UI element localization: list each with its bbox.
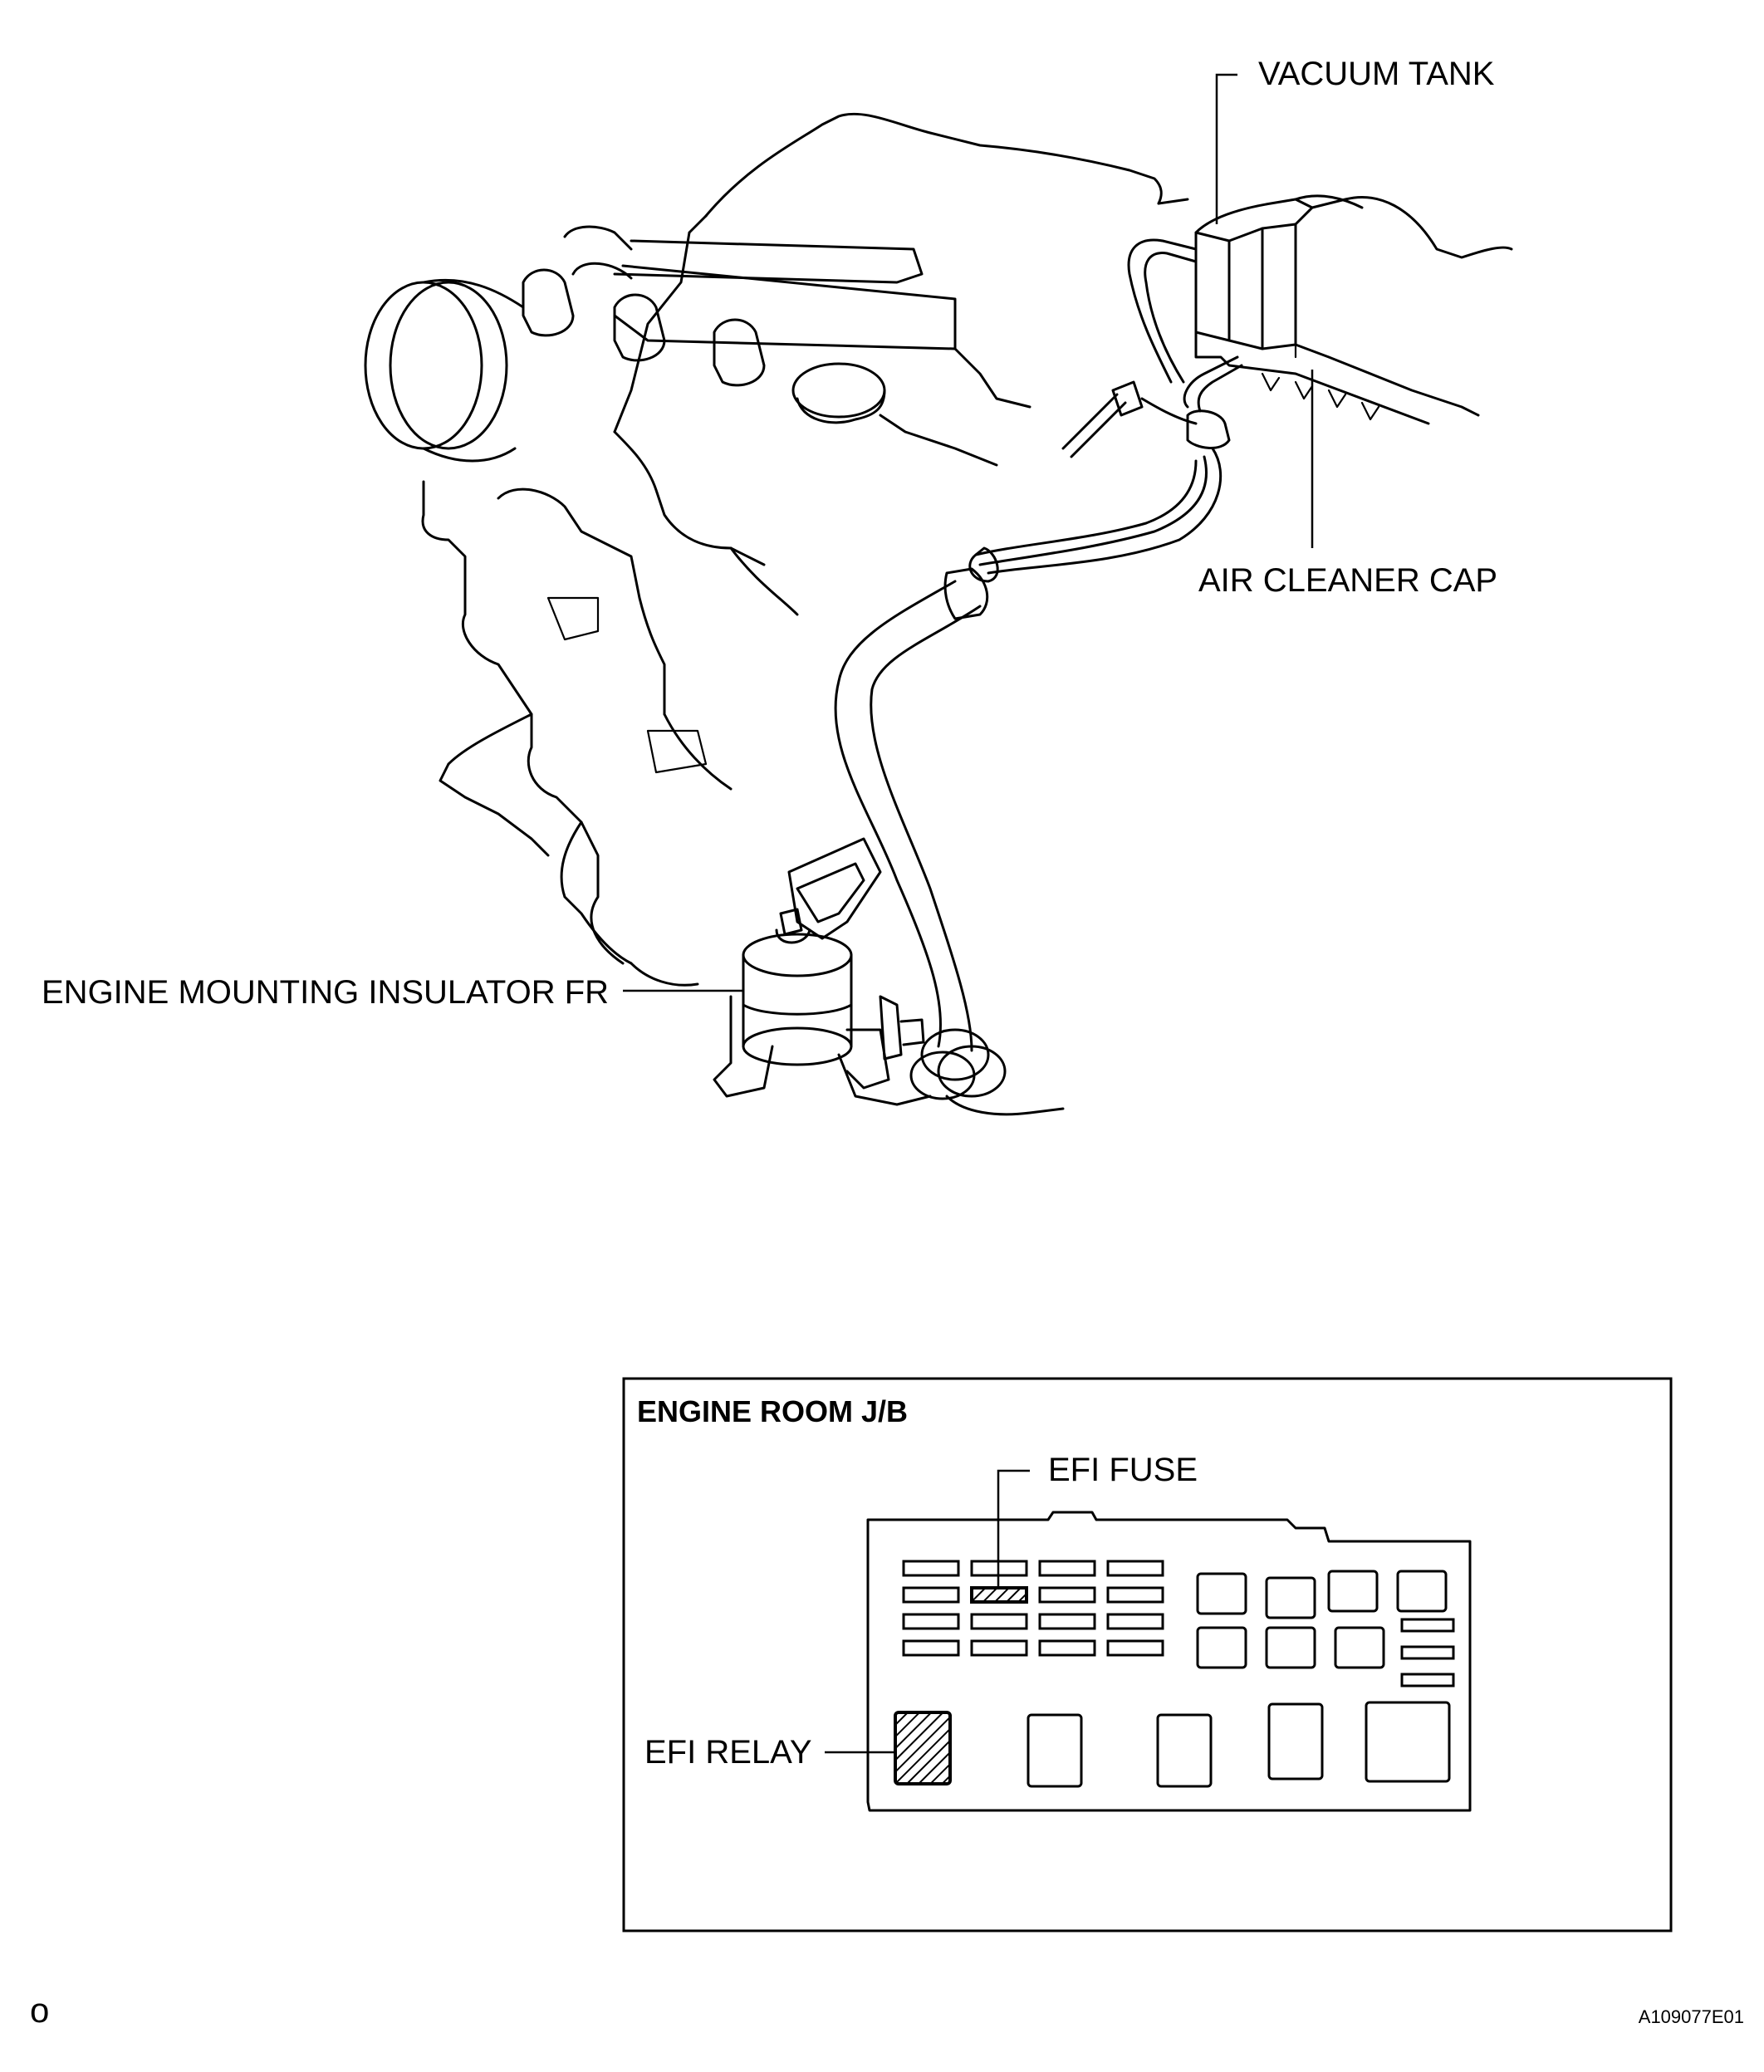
svg-text:AIR CLEANER CAP: AIR CLEANER CAP xyxy=(1198,562,1497,599)
efi-relay-block xyxy=(894,1711,952,1785)
engine-room-jb-inset: ENGINE ROOM J/B xyxy=(622,1377,1673,1932)
corner-mark: o xyxy=(30,1991,49,2030)
relay-blocks xyxy=(1196,1570,1455,1687)
engine-mount xyxy=(713,837,932,1106)
fuse-slots xyxy=(902,1560,1164,1657)
svg-text:EFI RELAY: EFI RELAY xyxy=(644,1734,812,1771)
label-air-cleaner-cap: AIR CLEANER CAP xyxy=(1198,370,1497,599)
svg-text:ENGINE ROOM J/B: ENGINE ROOM J/B xyxy=(637,1394,908,1428)
label-efi-relay: EFI RELAY xyxy=(644,1734,895,1771)
junction-block-outline xyxy=(866,1511,1472,1812)
vacuum-tank-assembly xyxy=(1194,194,1513,425)
efi-fuse-slot xyxy=(970,1586,1028,1604)
svg-text:EFI FUSE: EFI FUSE xyxy=(1048,1452,1198,1488)
figure-id: A109077E01 xyxy=(1639,2006,1744,2027)
label-efi-fuse: EFI FUSE xyxy=(997,1452,1198,1588)
engine-illustration xyxy=(364,112,1189,987)
svg-text:VACUUM TANK: VACUUM TANK xyxy=(1258,56,1495,92)
label-engine-mounting-insulator: ENGINE MOUNTING INSULATOR FR xyxy=(42,974,743,1011)
label-vacuum-tank: VACUUM TANK xyxy=(1215,56,1495,224)
svg-text:ENGINE MOUNTING INSULATOR FR: ENGINE MOUNTING INSULATOR FR xyxy=(42,974,609,1011)
vacuum-hoses xyxy=(834,238,1243,1116)
